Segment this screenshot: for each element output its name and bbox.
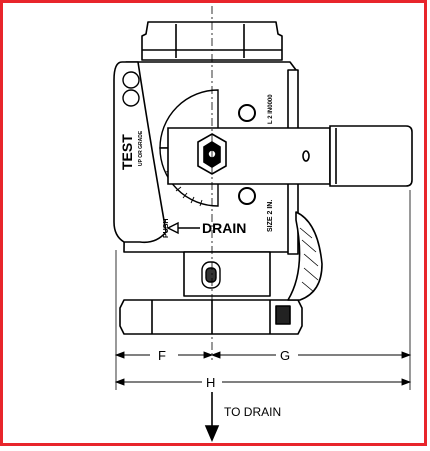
drain-plug	[201, 261, 221, 289]
test-label: TEST	[119, 134, 135, 170]
size-label: SIZE 2 IN.	[267, 200, 274, 232]
outlet-curve	[287, 211, 323, 301]
drain-arrow-icon	[166, 221, 200, 235]
handle-pin-icon	[302, 150, 310, 162]
test-sublabel: UP OR GRADE	[138, 130, 144, 166]
dimension-f-label: F	[158, 348, 166, 363]
test-plate	[113, 61, 167, 244]
upper-port	[238, 104, 256, 122]
bolt-icon	[122, 71, 140, 89]
drain-label: DRAIN	[202, 220, 246, 236]
dimension-h-label: H	[206, 375, 215, 390]
outlet-hatch	[299, 227, 319, 293]
extension-lines	[115, 190, 411, 390]
flow-arrow-icon	[204, 392, 220, 443]
dimension-g-label: G	[280, 348, 290, 363]
serial-label: L 2 IN0000	[268, 94, 274, 124]
to-drain-label: TO DRAIN	[224, 405, 281, 419]
valve-neck	[183, 251, 271, 297]
hex-nut	[119, 299, 303, 335]
dimension-fg	[114, 351, 412, 359]
lower-port	[238, 187, 256, 205]
nut-plug	[275, 305, 291, 325]
push-label: PUSH	[163, 219, 170, 238]
bolt-icon	[122, 89, 140, 107]
dimension-h	[114, 378, 412, 386]
